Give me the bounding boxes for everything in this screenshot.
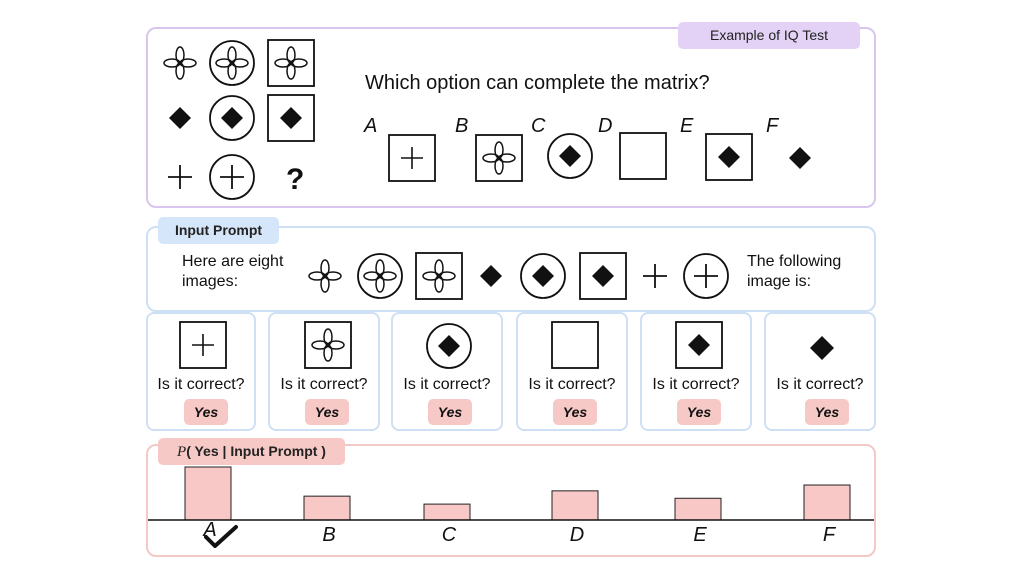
flower-in-square-icon bbox=[267, 39, 315, 87]
flower-in-square-icon bbox=[415, 252, 463, 300]
bar-f bbox=[803, 484, 851, 521]
bar-label-e: E bbox=[693, 524, 707, 546]
diamond-in-circle-icon bbox=[520, 253, 566, 299]
diamond-in-square-icon bbox=[579, 252, 627, 300]
prompt-lead-text: Here are eight images: bbox=[182, 253, 284, 290]
option-letter-c: C bbox=[531, 115, 546, 137]
option-f-diamond-icon[interactable] bbox=[789, 147, 811, 169]
option-letter-d: D bbox=[598, 115, 613, 137]
candidate-card-c bbox=[391, 312, 503, 431]
yes-badge-d: Yes bbox=[553, 399, 597, 425]
plus-in-circle-icon bbox=[209, 154, 255, 200]
plus-in-circle-icon bbox=[683, 253, 729, 299]
flower-in-square-icon bbox=[304, 321, 352, 369]
bar-label-f: F bbox=[823, 524, 837, 546]
probability-condition: ( Yes | Input Prompt ) bbox=[186, 443, 326, 459]
option-c-diamond-in-circle-icon[interactable] bbox=[547, 133, 593, 179]
yes-badge-b: Yes bbox=[305, 399, 349, 425]
yes-badge-c: Yes bbox=[428, 399, 472, 425]
diamond-in-square-icon bbox=[267, 94, 315, 142]
bar-c bbox=[423, 503, 471, 521]
bar-b bbox=[303, 495, 351, 521]
bar-label-b: B bbox=[322, 524, 335, 546]
candidate-question-c: Is it correct? bbox=[403, 376, 491, 393]
option-letter-e: E bbox=[680, 115, 694, 137]
empty-square-icon bbox=[551, 321, 599, 369]
input-prompt-tag: Input Prompt bbox=[158, 217, 279, 244]
probability-tag: P( Yes | Input Prompt ) bbox=[158, 438, 345, 465]
option-letter-a: A bbox=[364, 115, 378, 137]
plus-in-square-icon bbox=[179, 321, 227, 369]
iq-example-tag: Example of IQ Test bbox=[678, 22, 860, 49]
diamond-icon bbox=[810, 336, 834, 360]
option-a-plus-in-square-icon[interactable] bbox=[388, 134, 436, 182]
candidate-question-e: Is it correct? bbox=[652, 376, 740, 393]
iq-options bbox=[388, 132, 811, 182]
flower-in-circle-icon bbox=[357, 253, 403, 299]
missing-question-mark: ? bbox=[286, 163, 304, 196]
candidate-question-a: Is it correct? bbox=[157, 376, 245, 393]
option-e-diamond-in-square-icon[interactable] bbox=[705, 133, 753, 181]
option-b-flower-in-square-icon[interactable] bbox=[475, 134, 523, 182]
option-letter-b: B bbox=[455, 115, 469, 137]
probability-symbol: P bbox=[177, 444, 187, 460]
candidate-question-f: Is it correct? bbox=[776, 376, 864, 393]
candidate-question-b: Is it correct? bbox=[280, 376, 368, 393]
option-letter-f: F bbox=[766, 115, 779, 137]
prompt-tail-text: The following image is: bbox=[747, 253, 842, 290]
diamond-in-square-icon bbox=[675, 321, 723, 369]
yes-badge-a: Yes bbox=[184, 399, 228, 425]
candidate-question-d: Is it correct? bbox=[528, 376, 616, 393]
bar-label-c: C bbox=[442, 524, 457, 546]
yes-badge-e: Yes bbox=[677, 399, 721, 425]
iq-matrix: ? bbox=[163, 39, 315, 200]
bar-d bbox=[551, 490, 599, 521]
checkmark-icon bbox=[204, 525, 238, 548]
flower-in-circle-icon bbox=[209, 40, 255, 86]
diamond-in-circle-icon bbox=[426, 323, 472, 369]
diamond-in-circle-icon bbox=[209, 95, 255, 141]
probability-panel bbox=[146, 444, 876, 557]
yes-badge-f: Yes bbox=[805, 399, 849, 425]
bar-label-d: D bbox=[570, 524, 584, 546]
iq-question: Which option can complete the matrix? bbox=[365, 72, 710, 94]
option-d-empty-square-icon[interactable] bbox=[619, 132, 667, 180]
bar-e bbox=[674, 497, 722, 521]
prompt-sequence bbox=[308, 252, 729, 300]
bar-a bbox=[184, 466, 232, 521]
